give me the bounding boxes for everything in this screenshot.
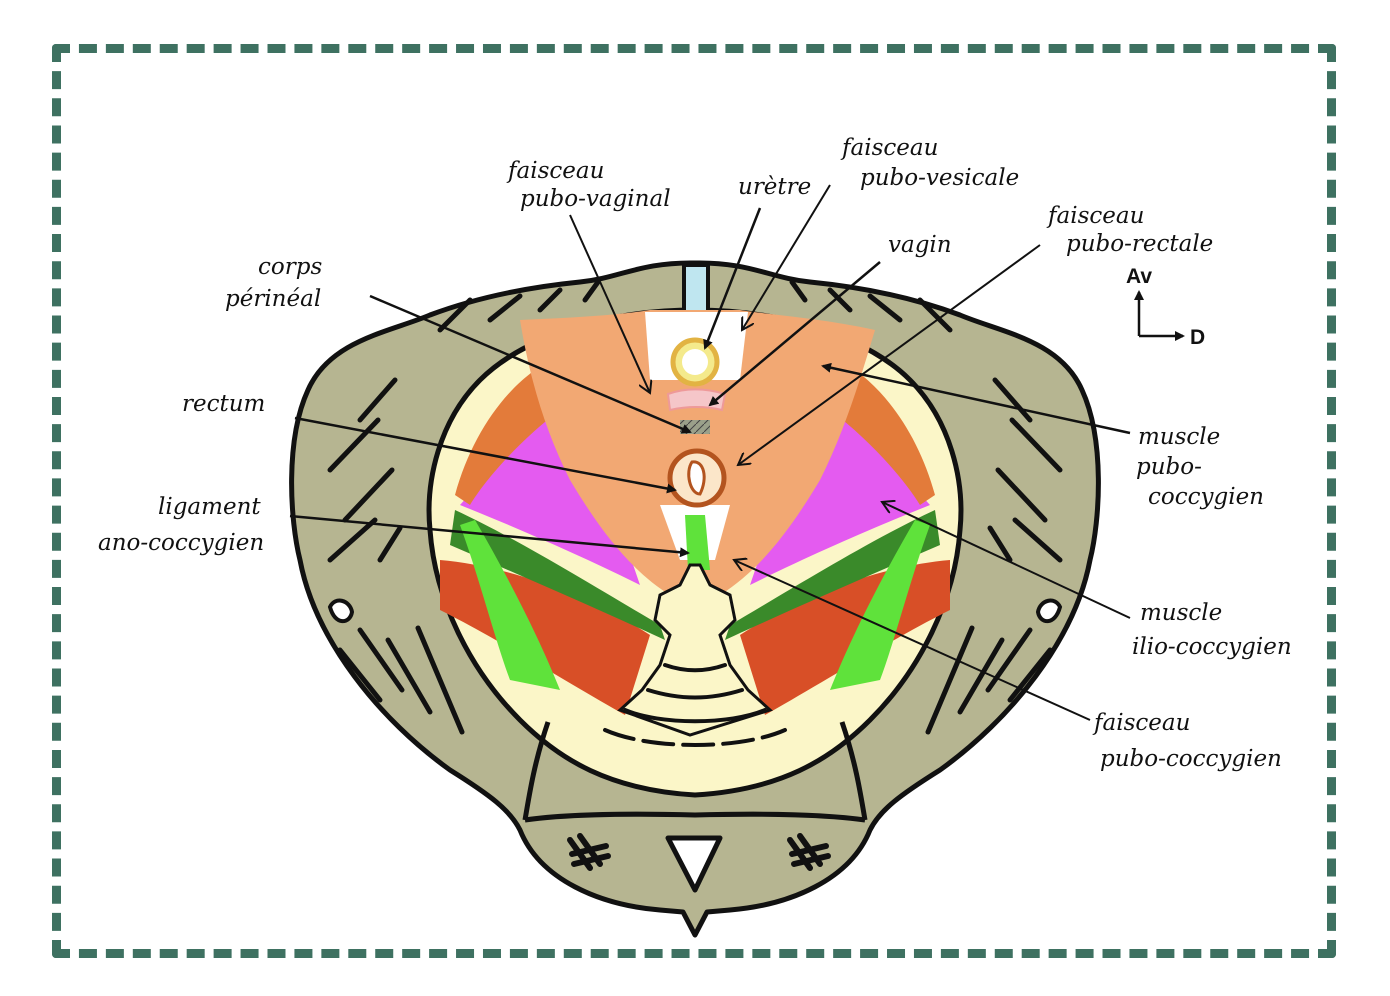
orientation-axis: Av D	[1126, 265, 1205, 349]
label-muscle-ilio-coccygien: muscle ilio-coccygien	[1132, 600, 1292, 660]
ilio-coccygeus-right	[750, 395, 930, 585]
green-band-left	[450, 510, 665, 640]
label-pubo-vesicale: faisceau pubo-vesicale	[840, 135, 1019, 191]
pubic-symphysis	[682, 263, 710, 317]
annotation-labels: faisceau pubo-vaginal urètre faisceau pu…	[98, 135, 1292, 772]
label-faisceau-pubo-coccygien: faisceau pubo-coccygien	[1092, 710, 1282, 772]
label-rectum: rectum	[182, 391, 265, 417]
label-vagin: vagin	[888, 232, 952, 258]
leader-lines	[289, 184, 1131, 721]
ilio-coccygeus-left	[460, 395, 640, 585]
sacral-canal	[665, 835, 723, 893]
bone-hatching	[327, 279, 1063, 735]
green-band-right	[725, 510, 940, 640]
perineal-body	[680, 420, 710, 434]
pelvic-floor-muscles	[440, 310, 950, 747]
axis-right-label: D	[1190, 326, 1205, 349]
axis-front-label: Av	[1126, 265, 1152, 288]
ano-coccygeal-ligament	[685, 515, 710, 570]
label-pubo-rectale: faisceau pubo-rectale	[1046, 203, 1213, 257]
label-ligament-ano-coccygien: ligament ano-coccygien	[98, 494, 268, 556]
label-muscle-pubo-coccygien: muscle pubo- coccygien	[1136, 424, 1264, 510]
label-pubo-vaginal: faisceau pubo-vaginal	[506, 158, 671, 212]
dashed-frame	[52, 44, 1336, 958]
label-corps-perineal: corps périnéal	[225, 254, 330, 312]
label-uretre: urètre	[738, 174, 811, 200]
